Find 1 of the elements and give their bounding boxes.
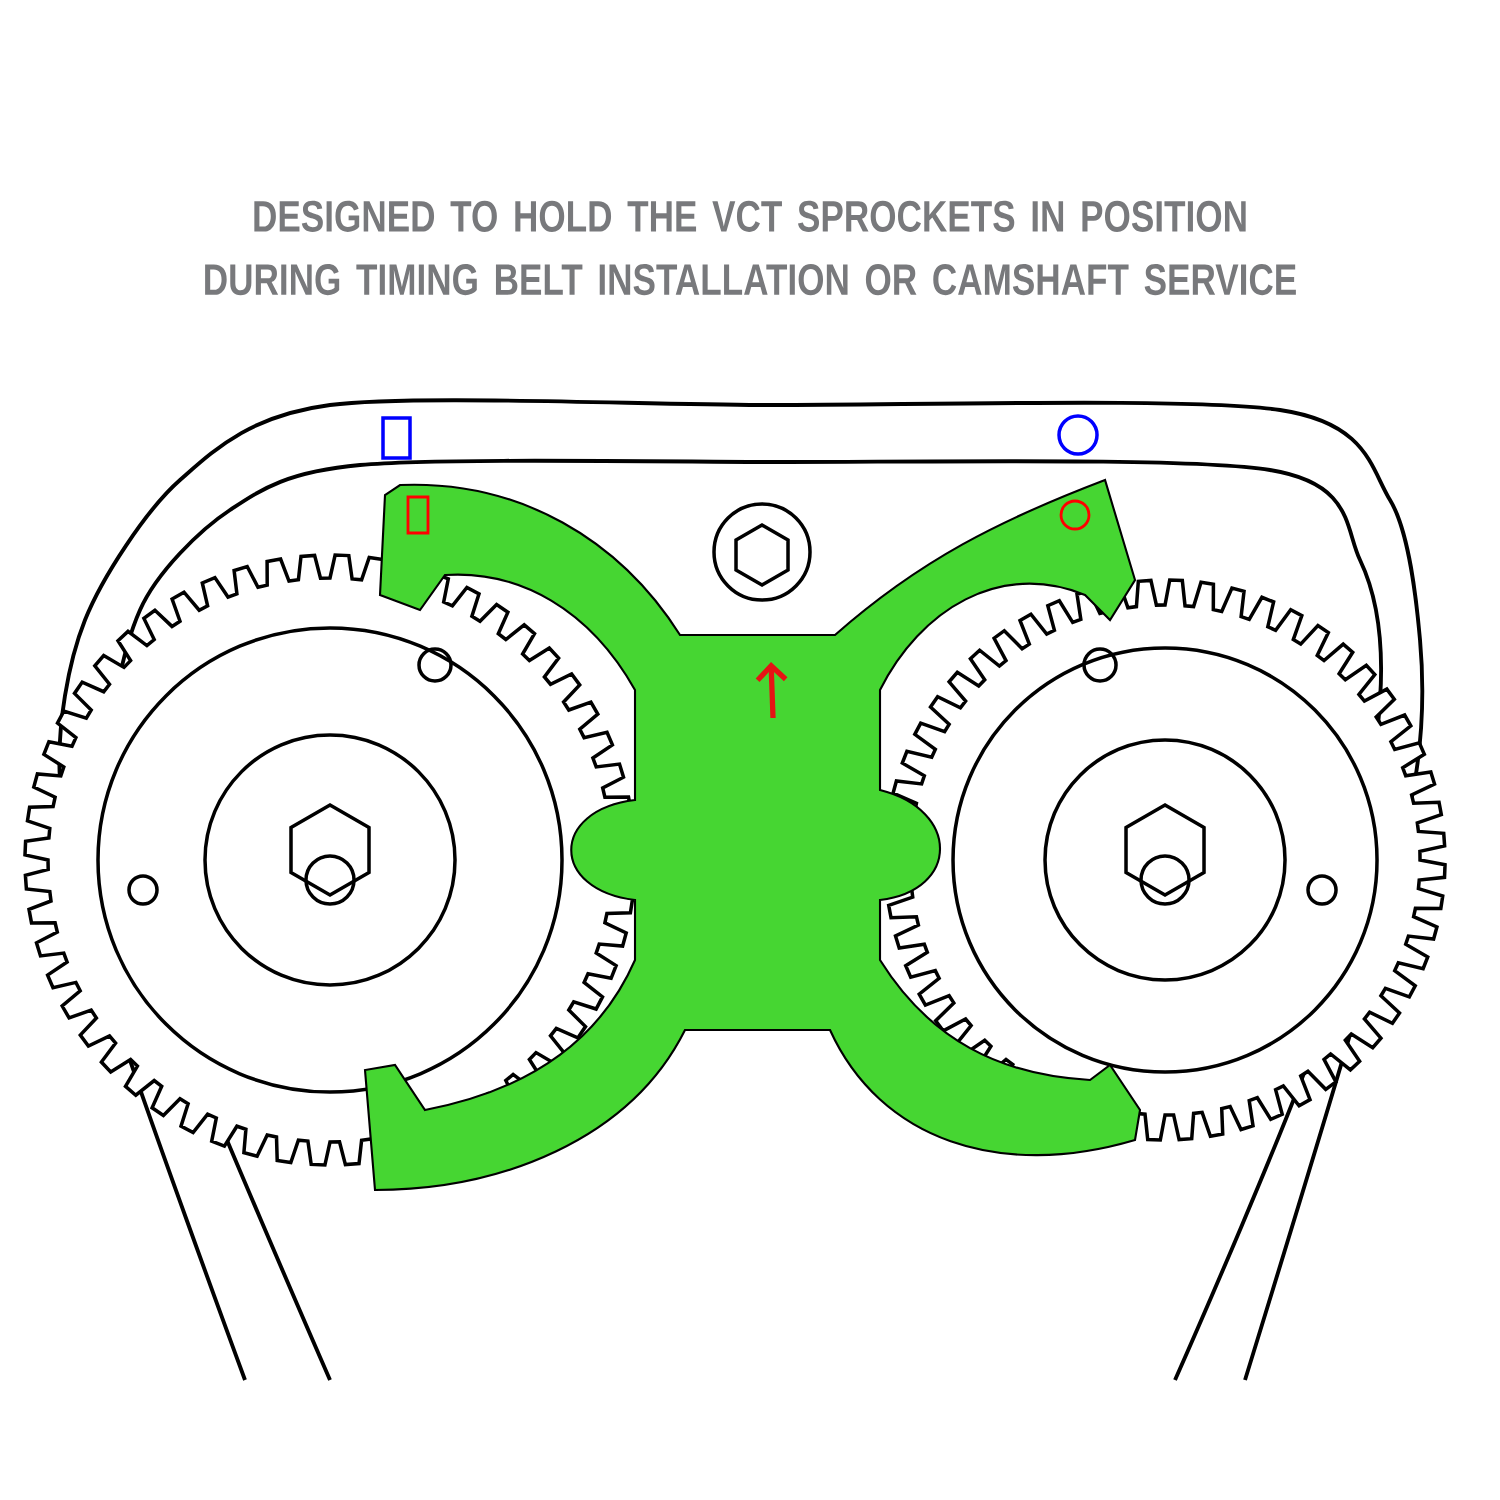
title: DESIGNED TO HOLD THE VCT SPROCKETS IN POSITION DURING TIMING BELT INSTALLATION OR CAMSHAFT SERVICE (205, 200, 1296, 296)
